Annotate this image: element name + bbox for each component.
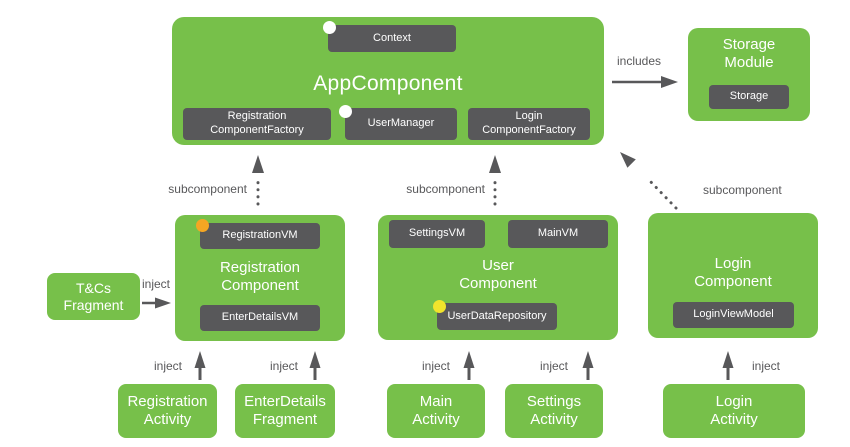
subcomponent-label-login: subcomponent [703, 183, 782, 197]
registration-component-title: Registration Component [219, 259, 301, 294]
inject-label-main: inject [421, 359, 450, 373]
enter-details-vm-chip: EnterDetailsVM [200, 305, 320, 331]
login-component-title: Login Component [694, 255, 772, 290]
inject-arrow-tcs [142, 297, 171, 309]
context-chip: Context [328, 25, 456, 52]
settings-activity-box: Settings Activity [505, 384, 603, 438]
inject-arrow-settings-activity [582, 351, 594, 380]
subcomponent-arrow-registration [252, 155, 264, 206]
tcs-fragment-box: T&Cs Fragment [47, 273, 140, 320]
storage-chip: Storage [709, 85, 789, 109]
inject-label-login: inject [751, 359, 780, 373]
app-component-title: AppComponent [313, 72, 463, 95]
registration-vm-chip: RegistrationVM [200, 223, 320, 249]
registration-component-factory-chip: Registration ComponentFactory [183, 108, 331, 140]
login-activity-box: Login Activity [663, 384, 805, 438]
storage-module-title: Storage Module [722, 36, 776, 71]
inject-arrow-main-activity [463, 351, 475, 380]
user-component-title: User Component [459, 257, 537, 292]
inject-label-registration: inject [153, 359, 182, 373]
includes-label: includes [616, 54, 662, 68]
context-scope-dot-icon [323, 21, 336, 34]
inject-arrow-enter-details-fragment [309, 351, 321, 380]
enter-details-fragment-box: EnterDetails Fragment [235, 384, 335, 438]
user-data-repository-chip: UserDataRepository [437, 303, 557, 330]
user-component-box: SettingsVM MainVM User Component UserDat… [378, 215, 618, 340]
inject-arrow-registration-activity [194, 351, 206, 380]
registration-component-box: RegistrationVM Registration Component En… [175, 215, 345, 341]
login-component-factory-chip: Login ComponentFactory [468, 108, 590, 140]
main-activity-box: Main Activity [387, 384, 485, 438]
inject-arrow-login-activity [722, 351, 734, 380]
includes-arrow [612, 76, 678, 88]
login-view-model-chip: LoginViewModel [673, 302, 794, 328]
usermanager-chip: UserManager [345, 108, 457, 140]
usermanager-scope-dot-icon [339, 105, 352, 118]
registration-activity-box: Registration Activity [118, 384, 217, 438]
inject-label-settings: inject [539, 359, 568, 373]
subcomponent-arrow-login [620, 152, 678, 210]
inject-label-tcs: inject [141, 277, 170, 291]
login-component-box: Login Component LoginViewModel [648, 213, 818, 338]
subcomponent-label-user: subcomponent [406, 182, 485, 196]
user-data-repository-scope-dot-icon [433, 300, 446, 313]
inject-label-enter-details: inject [269, 359, 298, 373]
settings-vm-chip: SettingsVM [389, 220, 485, 248]
app-component-box: Context AppComponent Registration Compon… [172, 17, 604, 145]
subcomponent-arrow-user [489, 155, 501, 206]
main-vm-chip: MainVM [508, 220, 608, 248]
subcomponent-label-registration: subcomponent [168, 182, 247, 196]
registration-vm-scope-dot-icon [196, 219, 209, 232]
storage-module-box: Storage Module Storage [688, 28, 810, 121]
